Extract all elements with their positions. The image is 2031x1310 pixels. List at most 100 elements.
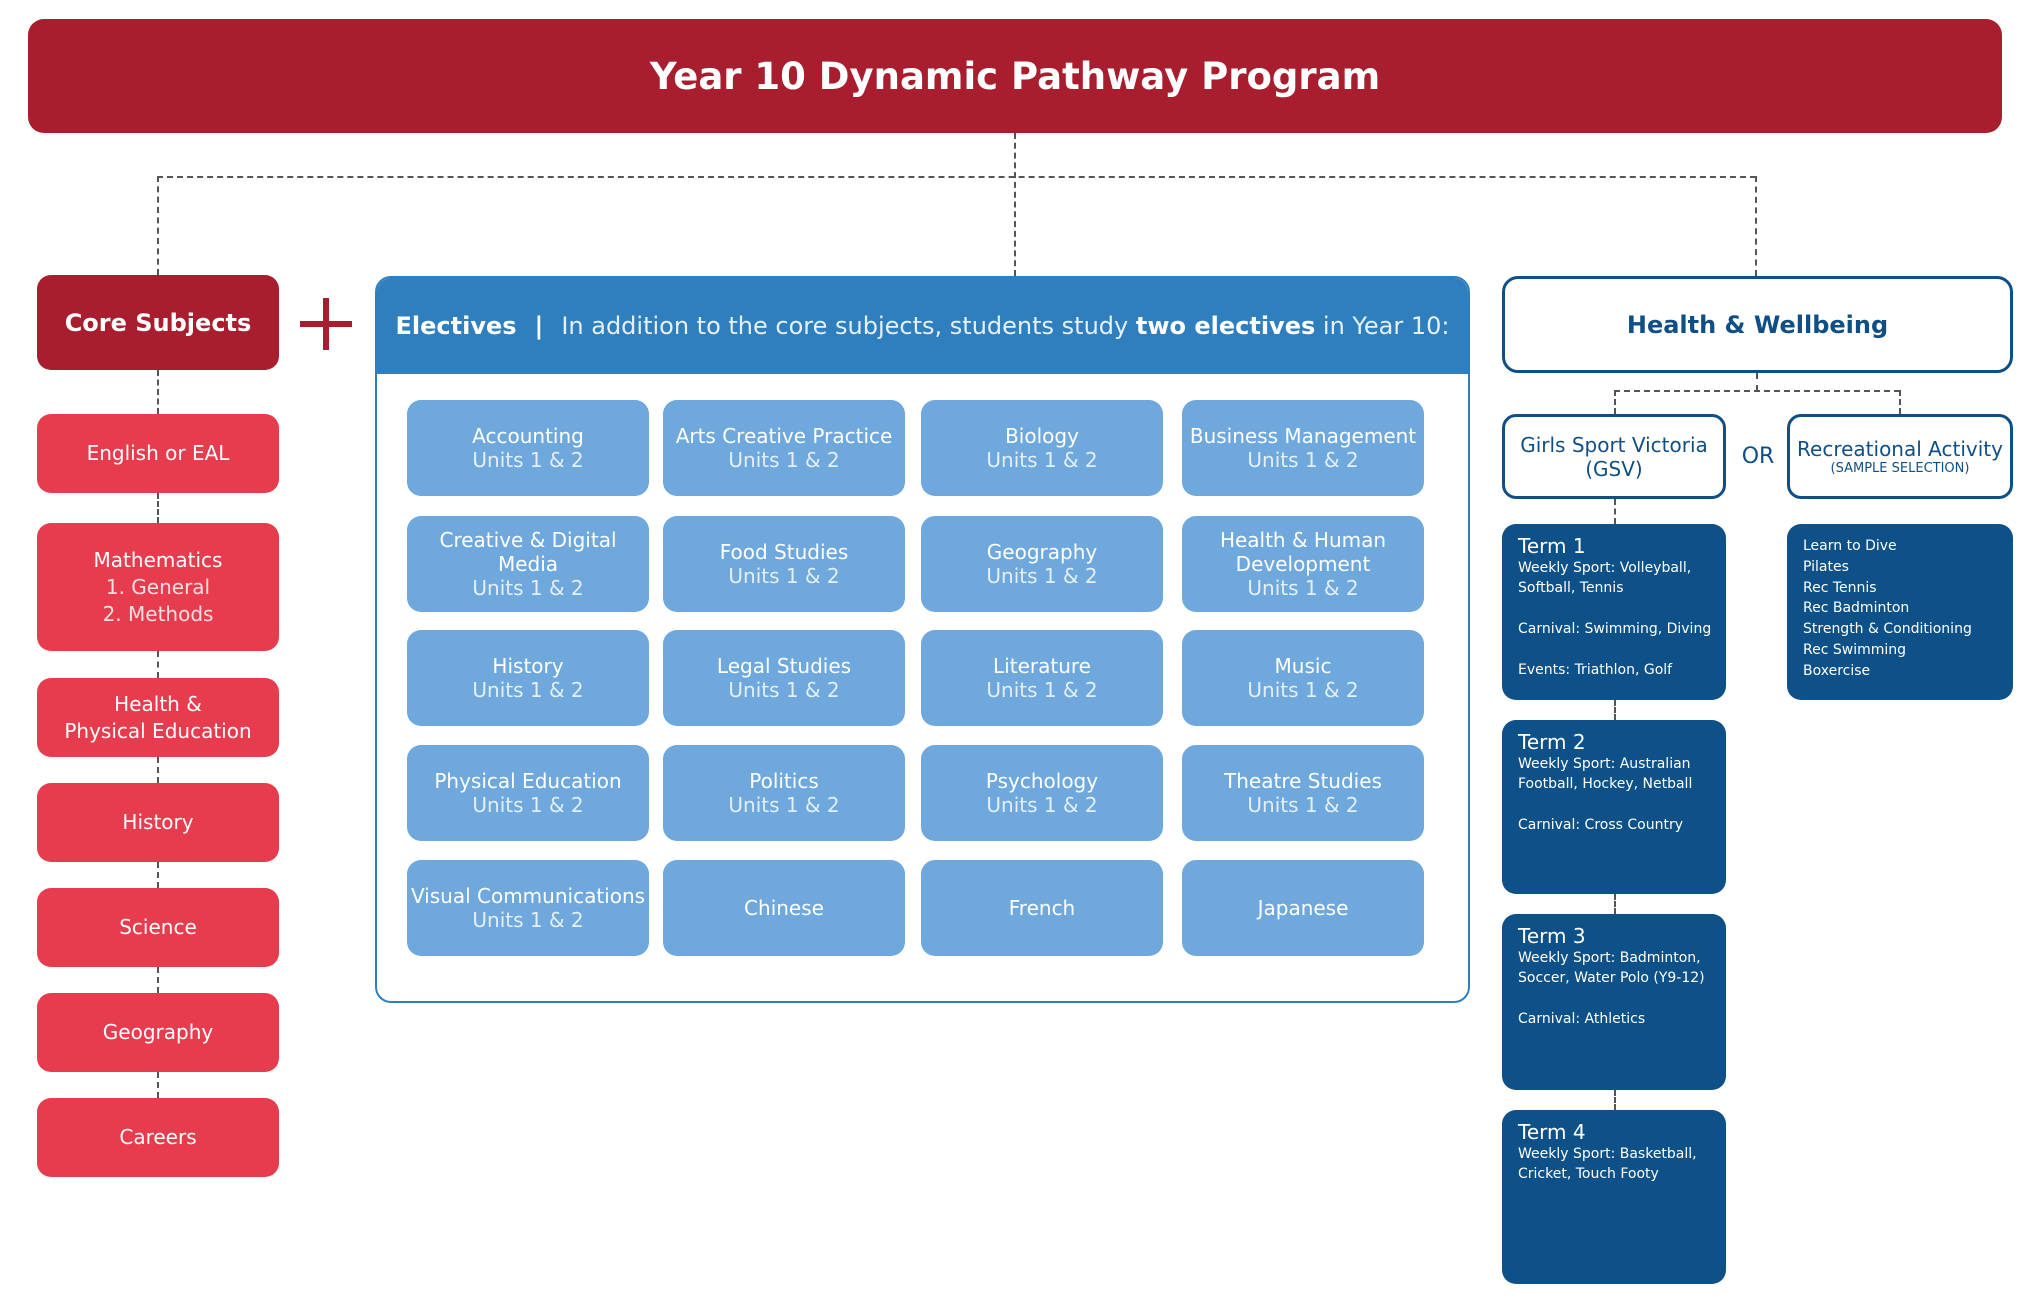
term-4-box: Term 4 Weekly Sport: Basketball, Cricket… xyxy=(1502,1110,1726,1284)
core-item-label: English or EAL xyxy=(86,441,230,465)
term-weekly: Weekly Sport: Basketball, Cricket, Touch… xyxy=(1518,1146,1697,1182)
elective-units: Units 1 & 2 xyxy=(472,678,584,702)
electives-panel: Electives | In addition to the core subj… xyxy=(375,276,1470,1003)
elective-units: Units 1 & 2 xyxy=(728,793,840,817)
elective-name: Psychology xyxy=(985,769,1099,793)
electives-header: Electives | In addition to the core subj… xyxy=(377,278,1468,374)
connector xyxy=(157,862,159,888)
core-item-geography: Geography xyxy=(37,993,279,1072)
elective-name: Visual Communications xyxy=(410,884,646,908)
gsv-option: Girls Sport Victoria (GSV) xyxy=(1502,414,1726,499)
connector xyxy=(1614,1090,1616,1110)
term-title: Term 4 xyxy=(1518,1120,1586,1144)
elective-name: French xyxy=(1008,896,1076,920)
elective-units: Units 1 & 2 xyxy=(986,448,1098,472)
elective-units: Units 1 & 2 xyxy=(472,908,584,932)
connector xyxy=(1614,390,1900,392)
electives-separator: | xyxy=(534,312,544,340)
elective-name: Literature xyxy=(993,654,1091,678)
core-item-english: English or EAL xyxy=(37,414,279,493)
core-item-label: Careers xyxy=(119,1125,197,1149)
elective-units: Units 1 & 2 xyxy=(728,448,840,472)
elective-units: Units 1 & 2 xyxy=(986,564,1098,588)
rec-activity-item: Learn to Dive xyxy=(1803,538,1897,554)
connector xyxy=(1614,390,1616,414)
core-item-label-line2: Physical Education xyxy=(64,718,252,743)
core-item-careers: Careers xyxy=(37,1098,279,1177)
recreational-activities-box: Learn to Dive Pilates Rec Tennis Rec Bad… xyxy=(1787,524,2013,700)
core-item-history: History xyxy=(37,783,279,862)
core-item-label: Health & xyxy=(114,691,202,716)
elective-units: Units 1 & 2 xyxy=(1247,448,1359,472)
elective-name: Music xyxy=(1274,654,1332,678)
electives-intro-bold: two electives xyxy=(1135,312,1316,340)
rec-activity-item: Pilates xyxy=(1803,558,1849,575)
rec-activity-item: Strength & Conditioning xyxy=(1803,621,1972,638)
connector xyxy=(1614,700,1616,720)
core-item-sub: 2. Methods xyxy=(102,601,214,626)
term-title: Term 3 xyxy=(1518,924,1586,948)
recreational-title: Recreational Activity xyxy=(1797,436,2003,461)
term-title: Term 1 xyxy=(1518,534,1586,558)
elective-units: Units 1 & 2 xyxy=(728,678,840,702)
rec-activity-item: Boxercise xyxy=(1803,662,1871,679)
connector xyxy=(157,370,159,414)
elective-name: Accounting xyxy=(472,424,584,448)
elective-units: Units 1 & 2 xyxy=(728,564,840,588)
elective-units: Units 1 & 2 xyxy=(1247,576,1359,600)
elective-name: Politics xyxy=(749,769,819,793)
connector xyxy=(157,176,1756,178)
elective-tile: Chinese xyxy=(663,860,905,956)
elective-name: History xyxy=(492,654,564,678)
elective-name: Geography xyxy=(986,540,1098,564)
core-subjects-header: Core Subjects xyxy=(37,275,279,370)
health-wellbeing-header: Health & Wellbeing xyxy=(1502,276,2013,373)
elective-name: Legal Studies xyxy=(716,654,852,678)
elective-units: Units 1 & 2 xyxy=(1247,793,1359,817)
elective-units: Units 1 & 2 xyxy=(472,448,584,472)
recreational-subtitle: (SAMPLE SELECTION) xyxy=(1830,460,1970,476)
elective-name: Biology xyxy=(1005,424,1079,448)
core-item-sub: 1. General xyxy=(105,574,211,599)
term-2-box: Term 2 Weekly Sport: Australian Football… xyxy=(1502,720,1726,894)
connector xyxy=(157,757,159,783)
core-item-science: Science xyxy=(37,888,279,967)
electives-title: Electives xyxy=(395,312,517,340)
gsv-abbrev: (GSV) xyxy=(1585,456,1643,481)
core-item-label: Mathematics xyxy=(93,547,223,572)
connector xyxy=(157,493,159,523)
term-weekly: Weekly Sport: Australian Football, Hocke… xyxy=(1518,756,1693,792)
connector xyxy=(157,967,159,993)
gsv-title: Girls Sport Victoria xyxy=(1520,432,1708,457)
core-item-label: Science xyxy=(119,915,197,939)
electives-intro-end: in Year 10: xyxy=(1322,312,1450,340)
elective-name: Japanese xyxy=(1257,896,1349,920)
term-weekly: Weekly Sport: Badminton, Soccer, Water P… xyxy=(1518,950,1705,986)
elective-units: Units 1 & 2 xyxy=(1247,678,1359,702)
term-carnival: Carnival: Athletics xyxy=(1518,1011,1646,1027)
core-item-label: History xyxy=(122,810,194,834)
elective-name: Food Studies xyxy=(719,540,849,564)
term-weekly: Weekly Sport: Volleyball, Softball, Tenn… xyxy=(1518,560,1692,596)
page-title: Year 10 Dynamic Pathway Program xyxy=(28,19,2002,133)
connector xyxy=(1756,373,1758,391)
elective-name: Business Management xyxy=(1189,424,1417,448)
connector xyxy=(157,651,159,678)
recreational-option: Recreational Activity (SAMPLE SELECTION) xyxy=(1787,414,2013,499)
term-title: Term 2 xyxy=(1518,730,1586,754)
elective-units: Units 1 & 2 xyxy=(986,793,1098,817)
core-item-mathematics: Mathematics 1. General 2. Methods xyxy=(37,523,279,651)
connector xyxy=(1614,499,1616,524)
